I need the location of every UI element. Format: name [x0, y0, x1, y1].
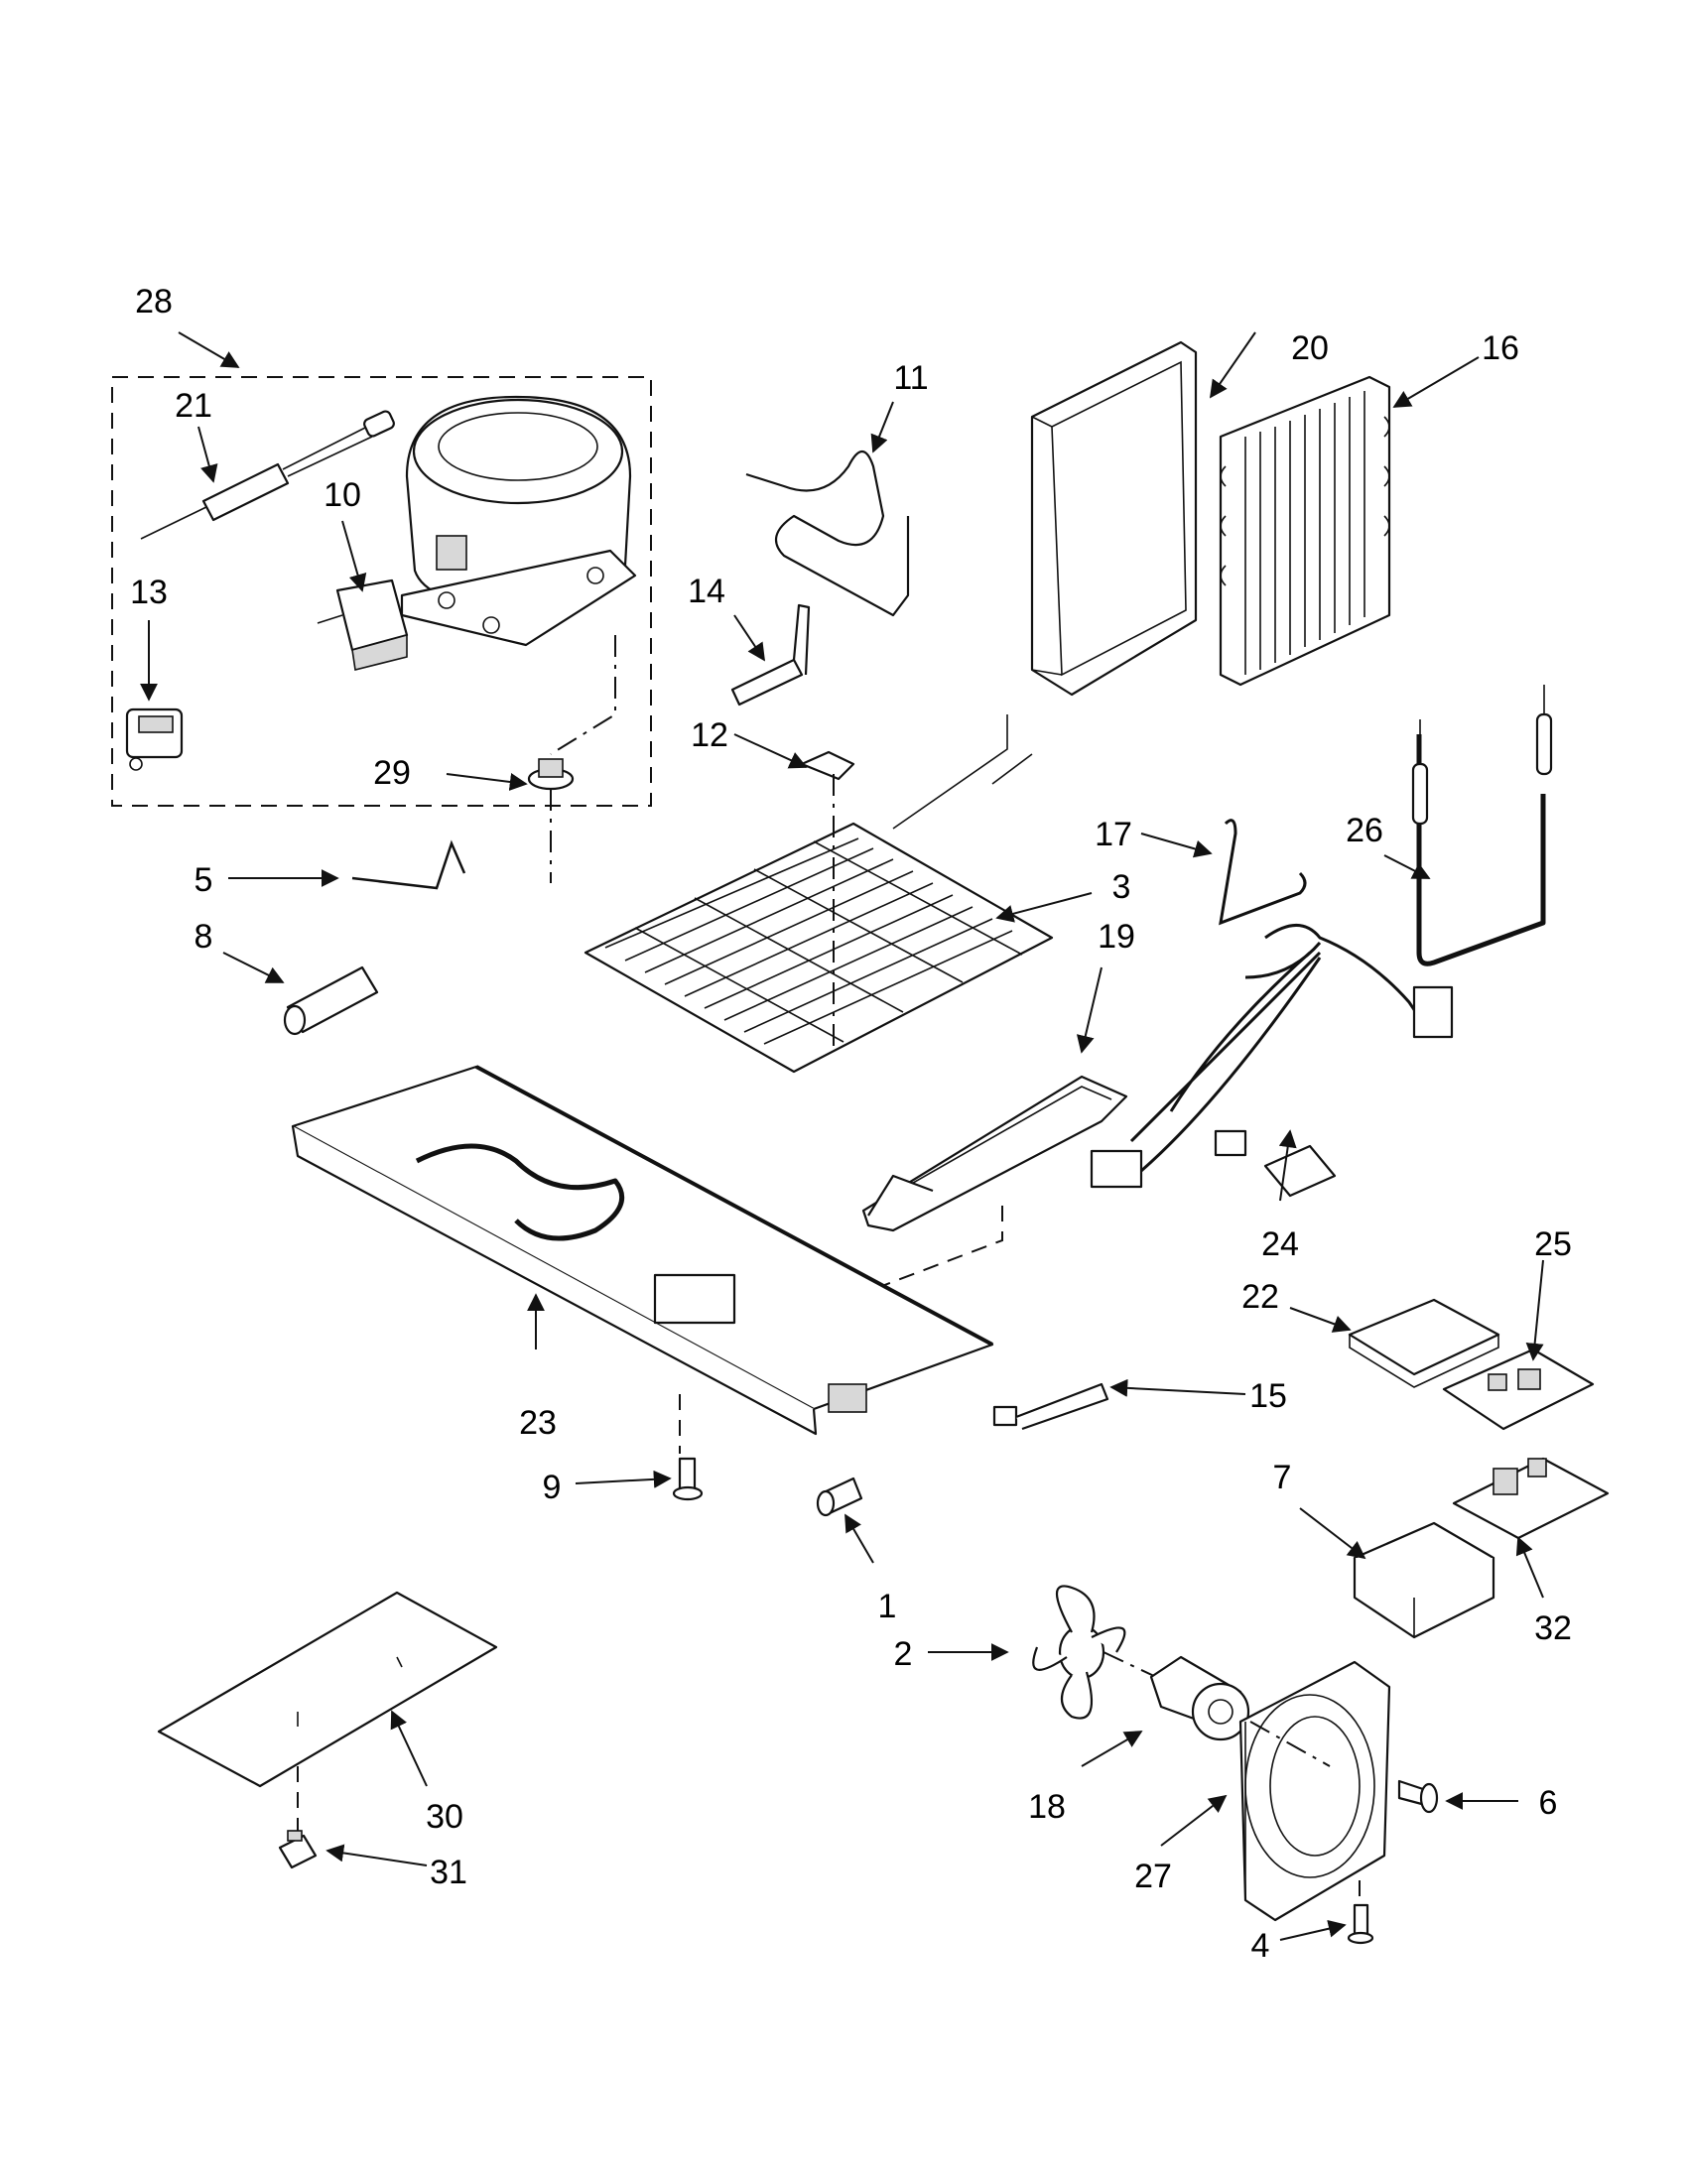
part-31-clip: [278, 1830, 318, 1869]
part-12-clip: [800, 750, 855, 781]
compressor-kit-boundary: [111, 376, 652, 807]
callout-1: 1: [878, 1588, 897, 1625]
callout-2: 2: [894, 1635, 913, 1673]
part-15-cable-tie: [992, 1382, 1109, 1431]
callout-12: 12: [691, 716, 728, 754]
callout-13: 13: [130, 574, 168, 611]
part-9-screw: [672, 1457, 704, 1501]
part-17-hanger: [1219, 819, 1307, 926]
callout-22: 22: [1241, 1278, 1279, 1316]
callout-27: 27: [1134, 1858, 1172, 1895]
callout-18: 18: [1028, 1788, 1066, 1826]
callout-19: 19: [1098, 918, 1135, 956]
callout-labels: 1 2 3 4 5 6 7 8 9 10 11 12 13 14 15 16 1…: [130, 283, 1572, 1965]
callout-15: 15: [1249, 1377, 1287, 1415]
part-6-screw: [1397, 1779, 1439, 1814]
part-24-harness: [1090, 924, 1454, 1198]
callout-21: 21: [175, 387, 212, 425]
callout-8: 8: [195, 918, 213, 956]
callout-25: 25: [1534, 1225, 1572, 1263]
part-7-box: [1353, 1521, 1495, 1639]
callout-24: 24: [1261, 1225, 1299, 1263]
part-5-wire: [351, 839, 466, 890]
part-32-power-board: [1452, 1457, 1610, 1540]
callout-17: 17: [1095, 816, 1132, 853]
callout-23: 23: [519, 1404, 557, 1442]
part-20-housing: [1030, 340, 1198, 697]
callout-31: 31: [430, 1854, 467, 1891]
callout-4: 4: [1251, 1927, 1270, 1965]
part-4-screw: [1347, 1880, 1374, 1945]
part-13-start-device: [125, 707, 184, 771]
part-2-fan-blade: [1032, 1585, 1126, 1720]
callout-28: 28: [135, 283, 173, 321]
part-23-base: [291, 1065, 994, 1436]
callout-3: 3: [1112, 868, 1131, 906]
callout-10: 10: [324, 476, 361, 514]
callout-5: 5: [195, 861, 213, 899]
part-19-drain-pan: [861, 1075, 1128, 1232]
leader-arrows: [140, 331, 1544, 1941]
callout-20: 20: [1291, 329, 1329, 367]
part-14-tube: [730, 603, 811, 707]
part-26-tube: [1411, 685, 1553, 966]
part-1-plug: [816, 1477, 863, 1517]
part-18-motor: [1149, 1655, 1250, 1741]
callout-30: 30: [426, 1798, 463, 1836]
part-10-relay: [317, 578, 409, 671]
part-25-board: [1442, 1348, 1595, 1431]
callout-6: 6: [1539, 1784, 1558, 1822]
callout-11: 11: [893, 359, 928, 397]
part-11-tube: [745, 450, 910, 617]
callout-9: 9: [543, 1469, 562, 1506]
callout-29: 29: [373, 754, 411, 792]
part-21-drier: [140, 410, 395, 540]
part-8-tube: [283, 965, 379, 1036]
part-27-shroud: [1238, 1660, 1391, 1922]
part-3-evaporator: [584, 714, 1054, 1074]
part-29-grommet: [527, 758, 575, 791]
part-16-condenser: [1219, 375, 1391, 687]
callout-16: 16: [1482, 329, 1519, 367]
callout-14: 14: [688, 573, 725, 610]
part-22-cover: [1348, 1298, 1500, 1388]
part-compressor: [400, 395, 637, 647]
part-30-sheet: [157, 1591, 498, 1788]
callout-32: 32: [1534, 1609, 1572, 1647]
callout-7: 7: [1273, 1459, 1292, 1496]
callout-26: 26: [1346, 812, 1383, 849]
